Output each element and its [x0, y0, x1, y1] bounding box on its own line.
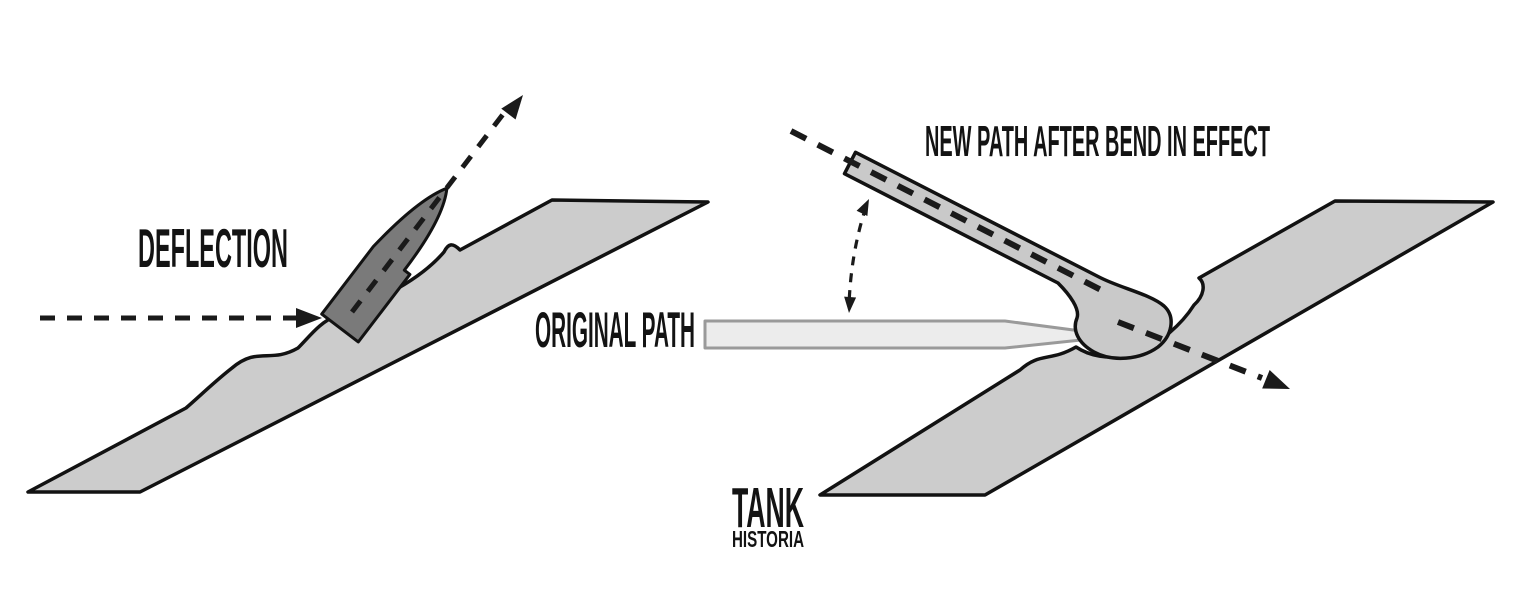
post-bend-arrowhead-icon [1262, 369, 1290, 389]
logo-line2: HISTORIA [732, 526, 804, 552]
right-diagram-title: NEW PATH AFTER BEND IN EFFECT [925, 117, 1270, 166]
tank-historia-logo: TANK HISTORIA [732, 476, 804, 552]
left-diagram: DEFLECTION [26, 95, 710, 494]
angle-arrow-up-head-icon [856, 199, 869, 217]
angle-change-arrow [844, 199, 869, 313]
deflected-arrowhead-icon [501, 95, 523, 120]
original-path-rod [703, 319, 1121, 350]
post-bend-trajectory-arrow [1116, 319, 1290, 389]
original-path-label: ORIGINAL PATH [535, 302, 695, 358]
bent-projectile-rod [842, 150, 1173, 361]
angle-arrow-down-head-icon [844, 296, 857, 313]
deflected-trajectory-arrow [350, 95, 523, 314]
logo-line1: TANK [732, 476, 804, 540]
right-diagram: NEW PATH AFTER BEND IN EFFECT ORIGINAL P… [535, 117, 1495, 497]
incoming-trajectory-arrow [40, 308, 322, 328]
incoming-arrowhead-icon [296, 308, 322, 328]
left-diagram-title: DEFLECTION [138, 217, 288, 279]
